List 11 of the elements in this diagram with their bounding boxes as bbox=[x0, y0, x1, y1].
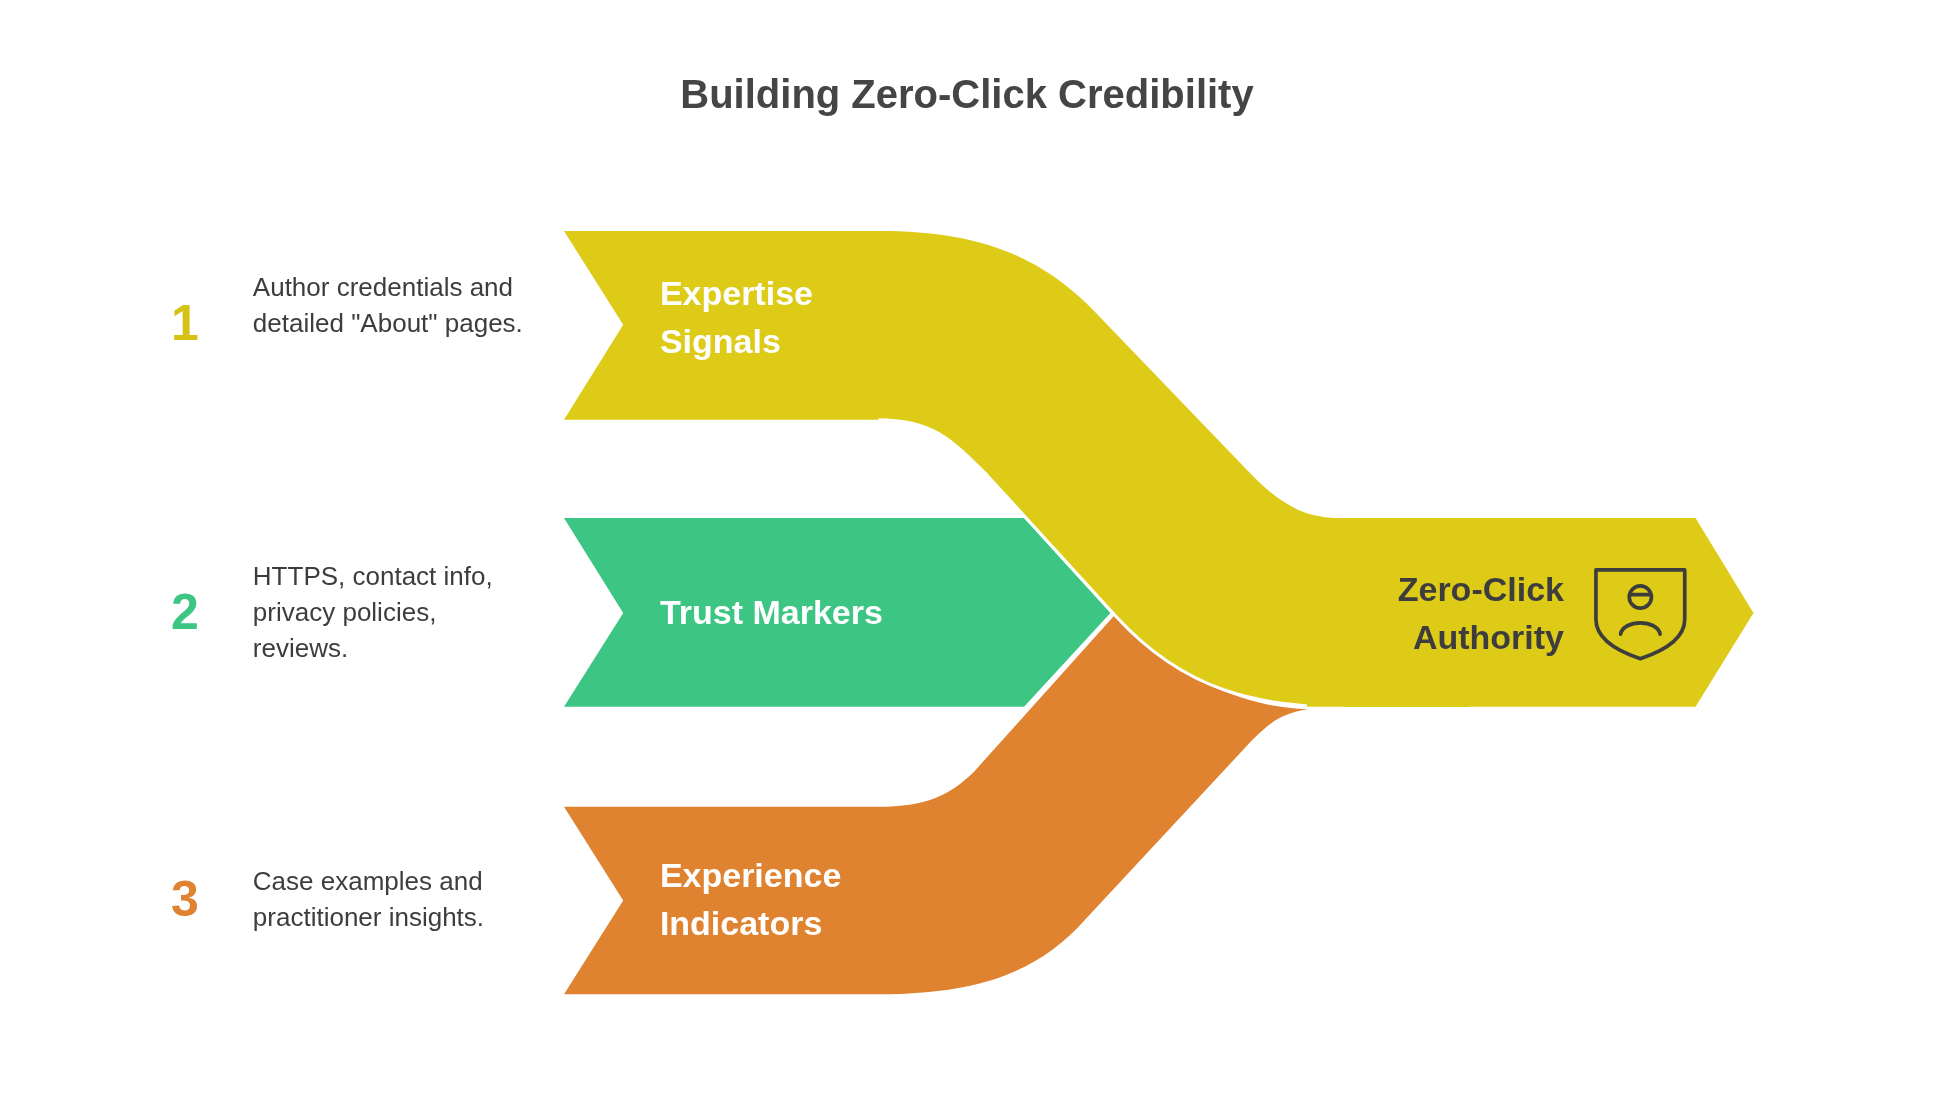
node-label: Experience Indicators bbox=[659, 855, 843, 945]
node-label: Expertise Signals bbox=[659, 272, 814, 362]
step-number: 2 bbox=[170, 583, 200, 641]
node-label: Trust Markers bbox=[659, 592, 884, 634]
step-description: Case examples and practitioner insights. bbox=[252, 865, 486, 935]
node-label: Zero-Click Authority bbox=[1396, 568, 1564, 658]
step-number: 1 bbox=[170, 294, 200, 353]
diagram-title: Building Zero-Click Credibility bbox=[679, 72, 1255, 117]
step-number: 3 bbox=[170, 870, 200, 929]
step-description: Author credentials and detailed "About" pages. bbox=[252, 270, 524, 340]
step-description: HTTPS, contact info, privacy policies, reviews. bbox=[252, 559, 494, 665]
